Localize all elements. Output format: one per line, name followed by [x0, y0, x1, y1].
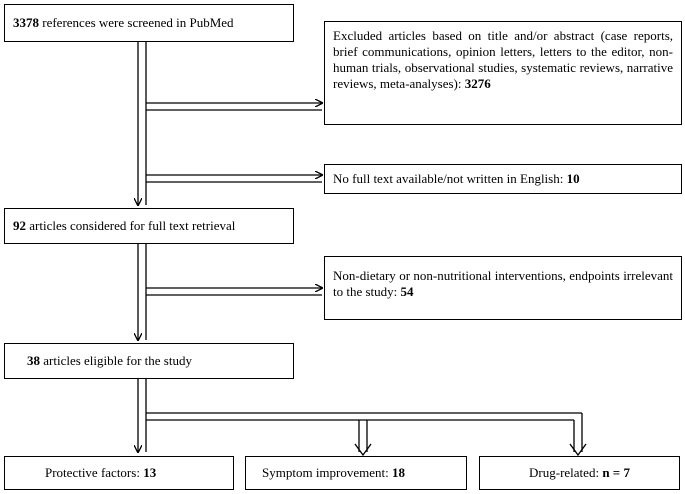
non-dietary-text: Non-dietary or non-nutritional intervent…	[333, 268, 673, 299]
box-excluded-title: Excluded articles based on title and/or …	[324, 21, 682, 125]
box-screened: 3378 references were screened in PubMed	[4, 4, 294, 42]
eligible-count: 38	[27, 353, 40, 368]
fulltext-text: articles considered for full text retrie…	[26, 218, 236, 233]
no-fulltext-count: 10	[566, 171, 580, 186]
symptom-text: Symptom improvement:	[262, 465, 392, 480]
fulltext-count: 92	[13, 218, 26, 233]
box-no-fulltext: No full text available/not written in En…	[324, 164, 682, 194]
box-symptom: Symptom improvement: 18	[245, 456, 467, 490]
protective-count: 13	[143, 465, 157, 480]
no-fulltext-text: No full text available/not written in En…	[333, 171, 567, 186]
box-fulltext: 92 articles considered for full text ret…	[4, 208, 294, 244]
box-eligible: 38 articles eligible for the study	[4, 343, 294, 379]
screened-count: 3378	[13, 15, 39, 30]
box-non-dietary: Non-dietary or non-nutritional intervent…	[324, 256, 682, 320]
excluded-title-count: 3276	[464, 76, 491, 91]
protective-text: Protective factors:	[45, 465, 144, 480]
screened-text: references were screened in PubMed	[39, 15, 234, 30]
drug-text: Drug-related:	[529, 465, 603, 480]
excluded-title-text: Excluded articles based on title and/or …	[333, 28, 673, 91]
drug-count: n = 7	[602, 465, 630, 480]
box-drug: Drug-related: n = 7	[479, 456, 680, 490]
non-dietary-count: 54	[400, 284, 414, 299]
symptom-count: 18	[392, 465, 405, 480]
eligible-text: articles eligible for the study	[40, 353, 192, 368]
box-protective: Protective factors: 13	[4, 456, 234, 490]
